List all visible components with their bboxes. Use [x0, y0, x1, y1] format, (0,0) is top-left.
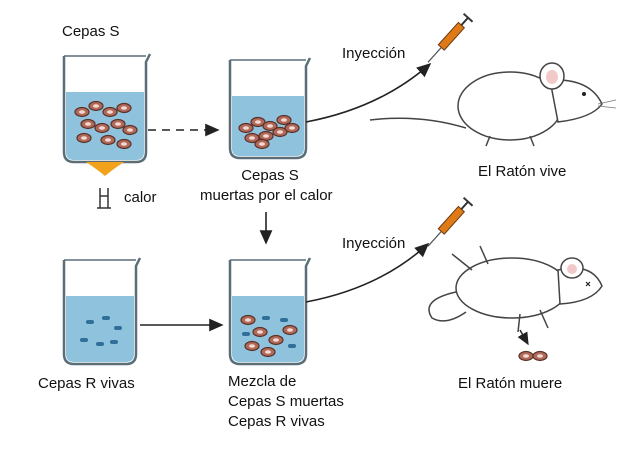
beaker-cepas-r-vivas — [62, 257, 142, 366]
label-cepas-s-muertas-line2: muertas por el calor — [200, 187, 333, 204]
burner-icon — [97, 188, 111, 209]
label-raton-muere: El Ratón muere — [458, 375, 563, 392]
recovered-s-strain-icon — [518, 350, 548, 362]
label-mezcla-line2: Cepas S muertas — [228, 393, 344, 410]
flame-icon — [86, 162, 124, 176]
label-cepas-r-vivas: Cepas R vivas — [38, 375, 135, 392]
beaker-cepas-s — [62, 53, 152, 164]
label-calor: calor — [124, 189, 157, 206]
label-mezcla-line3: Cepas R vivas — [228, 413, 325, 430]
label-cepas-s-muertas-line1: Cepas S — [241, 167, 299, 184]
label-inyeccion-bottom: Inyección — [342, 235, 406, 252]
beaker-mezcla — [228, 257, 312, 366]
label-raton-vive: El Ratón vive — [478, 163, 567, 180]
label-cepas-s: Cepas S — [62, 23, 120, 40]
syringe-icon — [427, 196, 474, 247]
arrow-bacteria-recovered — [517, 329, 529, 346]
syringe-icon — [427, 12, 474, 63]
injection-path-top — [305, 62, 432, 123]
injection-path-bottom — [305, 242, 430, 303]
beaker-cepas-s-muertas — [228, 57, 312, 160]
label-mezcla-line1: Mezcla de — [228, 373, 297, 390]
mouse-alive-icon — [369, 62, 617, 147]
label-inyeccion-top: Inyección — [342, 45, 406, 62]
mouse-dead-icon — [428, 245, 603, 333]
